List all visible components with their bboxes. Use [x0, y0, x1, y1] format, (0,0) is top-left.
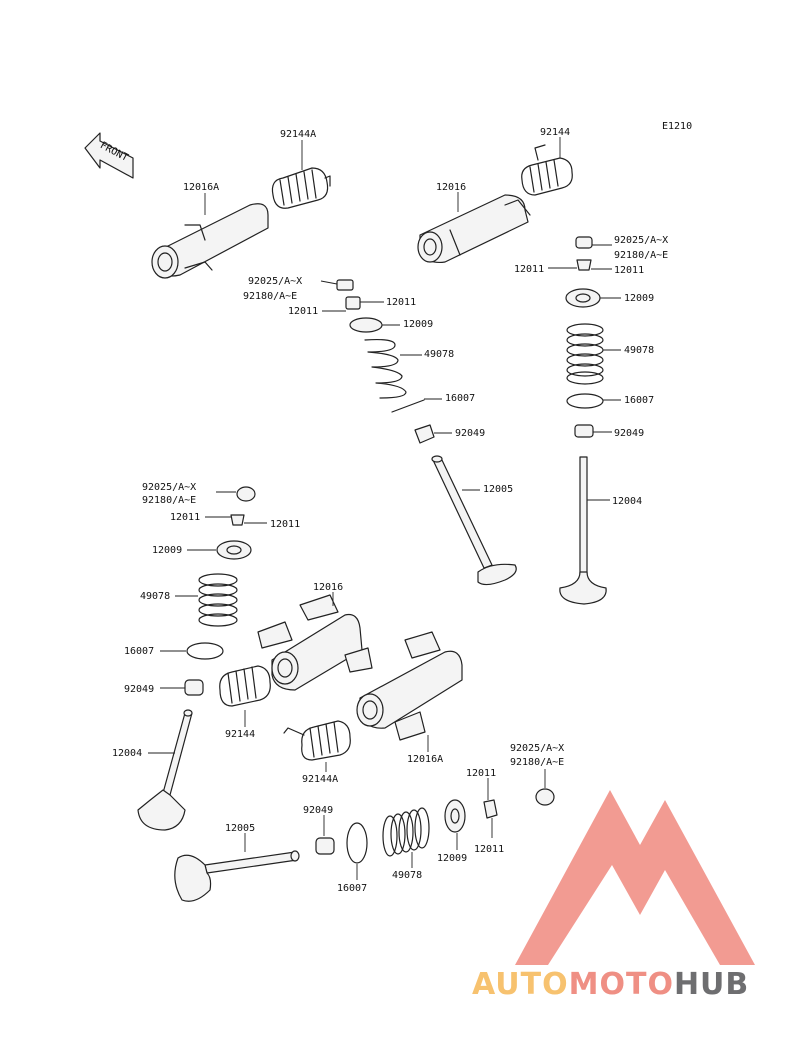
seal-16007-mid	[391, 399, 425, 413]
label-12011-mid-right: 12011	[386, 297, 416, 308]
cap-92025-lower	[236, 486, 256, 502]
label-92049-bottom: 92049	[303, 805, 333, 816]
label-12011-right-left: 12011	[514, 264, 544, 275]
label-12009-right: 12009	[624, 293, 654, 304]
label-92144a-lower: 92144A	[302, 774, 338, 785]
valve-spring-49078-lower	[198, 573, 238, 627]
keeper-12011-right	[576, 259, 592, 271]
watermark-moto: MOTO	[569, 967, 674, 1002]
front-arrow-icon: FRONT	[84, 132, 134, 179]
keeper-12011-bottom	[483, 799, 498, 819]
label-12016a-lower: 12016A	[407, 754, 443, 765]
stem-seal-92049-lower	[184, 679, 204, 696]
keeper-12011-mid	[345, 296, 361, 310]
label-92025-right: 92025/A~X	[614, 235, 668, 246]
valve-12005-mid	[431, 455, 517, 586]
retainer-12009-bottom	[444, 799, 466, 833]
label-49078-bottom: 49078	[392, 870, 422, 881]
spring-92144-lower	[219, 665, 271, 707]
valve-spring-49078-bottom	[382, 807, 430, 857]
label-12011-bottom-bottom: 12011	[474, 844, 504, 855]
label-12016-top: 12016	[436, 182, 466, 193]
rocker-arm-12016-lower	[257, 594, 373, 691]
label-92144a-top: 92144A	[280, 129, 316, 140]
label-12009-mid: 12009	[403, 319, 433, 330]
watermark-auto: AUTO	[472, 967, 569, 1002]
label-92180-right: 92180/A~E	[614, 250, 668, 261]
cap-92025-mid	[336, 279, 354, 291]
label-92025-lower: 92025/A~X	[142, 482, 196, 493]
label-92144-lower: 92144	[225, 729, 255, 740]
retainer-12009-lower	[216, 540, 252, 560]
label-16007-mid: 16007	[445, 393, 475, 404]
label-92180-mid: 92180/A~E	[243, 291, 297, 302]
spring-92144a-lower	[283, 720, 351, 761]
rocker-arm-12016-top	[417, 194, 531, 264]
valve-12004-right	[559, 456, 607, 605]
label-92144-top: 92144	[540, 127, 570, 138]
label-12004-lower: 12004	[112, 748, 142, 759]
label-12011-bottom-top: 12011	[466, 768, 496, 779]
label-92180-lower: 92180/A~E	[142, 495, 196, 506]
label-49078-mid: 49078	[424, 349, 454, 360]
label-92049-right: 92049	[614, 428, 644, 439]
seal-16007-bottom	[346, 822, 368, 864]
diagram-code: E1210	[662, 121, 692, 132]
cap-92025-bottom	[535, 788, 555, 806]
label-12016-lower: 12016	[313, 582, 343, 593]
label-12004-right: 12004	[612, 496, 642, 507]
valve-12004-lower	[137, 709, 193, 831]
label-12005-mid: 12005	[483, 484, 513, 495]
label-12011-mid-left: 12011	[288, 306, 318, 317]
label-16007-bottom: 16007	[337, 883, 367, 894]
valve-spring-49078-right	[566, 323, 604, 385]
stem-seal-92049-mid	[414, 424, 435, 444]
spring-92144-top	[521, 144, 573, 196]
label-12011-lower-right: 12011	[270, 519, 300, 530]
label-49078-right: 49078	[624, 345, 654, 356]
label-12016a-top: 12016A	[183, 182, 219, 193]
label-92025-bottom: 92025/A~X	[510, 743, 564, 754]
spring-92144a-top	[271, 167, 331, 209]
label-92049-mid: 92049	[455, 428, 485, 439]
label-12011-right-right: 12011	[614, 265, 644, 276]
label-12009-bottom: 12009	[437, 853, 467, 864]
rocker-arm-12016a-lower	[356, 631, 463, 741]
label-16007-lower: 16007	[124, 646, 154, 657]
seal-16007-right	[566, 393, 604, 409]
stem-seal-92049-right	[574, 424, 594, 438]
label-12005-bottom: 12005	[225, 823, 255, 834]
label-92049-lower: 92049	[124, 684, 154, 695]
label-16007-right: 16007	[624, 395, 654, 406]
retainer-12009-mid	[349, 317, 383, 333]
svg-text:AUTOMOTOHUB: AUTOMOTOHUB	[472, 967, 749, 1002]
stem-seal-92049-bottom	[315, 837, 335, 855]
watermark-hub: HUB	[674, 967, 749, 1002]
label-92180-bottom: 92180/A~E	[510, 757, 564, 768]
label-12011-lower-left: 12011	[170, 512, 200, 523]
rocker-arm-12016a-top	[151, 203, 269, 279]
seal-16007-lower	[186, 642, 224, 660]
label-49078-lower: 49078	[140, 591, 170, 602]
valve-12005-bottom	[174, 850, 300, 902]
valve-spring-49078-mid	[364, 338, 407, 399]
cap-92025-right	[575, 236, 593, 249]
watermark-logo-icon	[515, 790, 755, 965]
label-12009-lower: 12009	[152, 545, 182, 556]
label-92025-mid: 92025/A~X	[248, 276, 302, 287]
keeper-12011-lower	[230, 514, 245, 526]
retainer-12009-right	[565, 288, 601, 308]
